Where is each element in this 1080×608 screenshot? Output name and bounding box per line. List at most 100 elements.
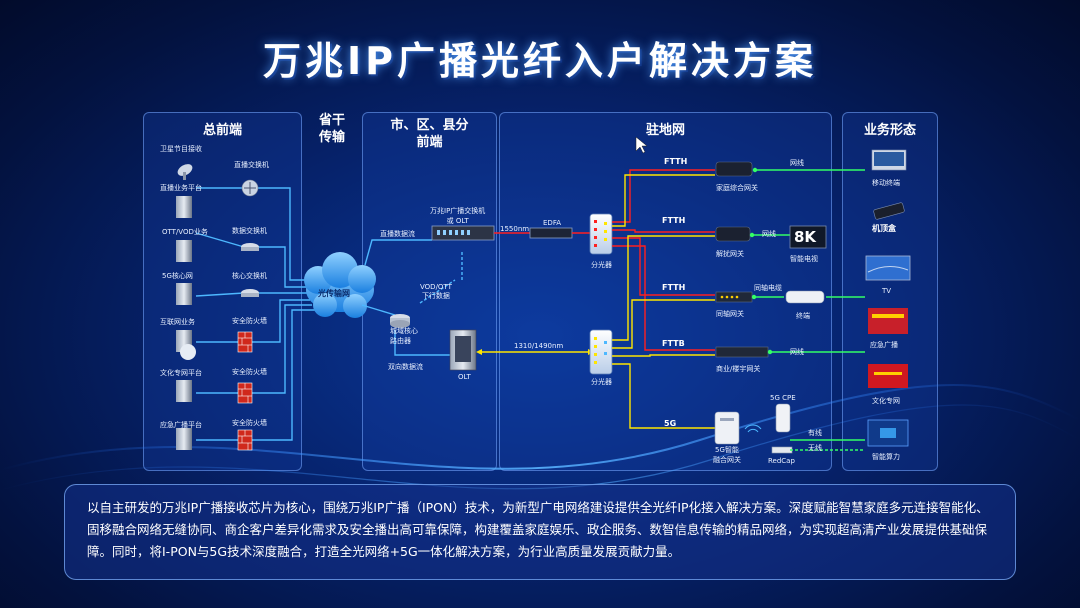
wifi-icon [744,424,762,433]
label-link-cable-1: 网线 [790,159,804,167]
label-culture-net: 文化专网 [872,397,900,405]
core-router [390,314,410,328]
label-link-cable-2: 网线 [762,230,776,238]
server-rack-icon [176,428,192,450]
panel-head-end: 总前端 [143,112,302,471]
cursor-icon [635,136,648,154]
label-satellite: 卫星节目接收 [160,145,202,153]
descrambler-gateway [715,226,751,242]
panel-services: 业务形态 [842,112,938,471]
label-live-switch: 直播交换机 [234,161,269,169]
label-firewall-1: 安全防火墙 [232,317,267,325]
label-smart-tv: 智能电视 [790,255,818,263]
switch-icon [241,179,259,197]
olt-device [449,329,477,371]
server-rack-icon [176,196,192,218]
label-cpe: 5G CPE [770,394,796,402]
label-5g-core: 5G核心网 [162,272,193,280]
label-link-coax: 同轴电缆 [754,284,782,292]
server-rack-icon [176,380,192,402]
light-wave [0,384,1080,471]
panel-title-city: 市、区、县分 前端 [390,118,469,150]
city-links [361,239,463,356]
head-end-links [195,187,318,441]
set-top-box-icon [873,202,905,220]
edfa-device [529,227,573,239]
local-fanout [612,169,715,429]
splitter-bottom [589,329,613,375]
label-internet: 互联网业务 [160,318,195,326]
panel-city: 市、区、县分 前端 [362,112,497,471]
label-data-switch: 数据交换机 [232,227,267,235]
label-live-stream: 直播数据流 [380,230,415,238]
cpe-device [775,403,791,433]
label-bidirectional: 双向数据流 [388,363,423,371]
home-gateway [715,161,753,177]
label-home-gateway: 家庭综合网关 [716,184,758,192]
panel-title-local: 驻地网 [645,123,685,138]
label-splitter-bottom: 分光器 [591,378,612,386]
label-vod-ott: VOD/OTT 下行数据 [420,283,452,300]
coax-gateway [715,291,753,303]
label-core-router: 城域核心 路由器 [390,327,418,345]
label-1310-1490: 1310/1490nm [514,342,564,350]
label-wireless: 无线 [808,444,822,452]
service-links [752,169,865,451]
label-firewall-3: 安全防火墙 [232,419,267,427]
label-edfa: EDFA [543,219,561,227]
label-smart-compute: 智能算力 [872,453,900,461]
label-fusion-gateway: 5G智能 融合网关 [713,446,741,464]
label-splitter-top: 分光器 [591,261,612,269]
label-emergency-platform: 应急广播平台 [160,421,202,429]
fusion-gateway-5g [714,411,740,445]
router-icon [241,289,259,297]
label-mobile-terminal: 移动终端 [872,179,900,187]
label-fttb: FTTB [662,339,685,348]
panel-title-head-end: 总前端 [202,123,242,138]
culture-network-icon [868,364,908,388]
server-rack-icon [176,283,192,305]
label-culture-platform: 文化专网平台 [160,369,202,377]
satellite-dish-icon [177,164,193,180]
label-wired: 有线 [808,429,822,437]
label-1550: 1550nm [500,225,530,233]
smart-compute-icon [867,419,909,447]
label-ip-switch: 万兆IP广播交换机 或 OLT [430,207,486,225]
label-tv: TV [882,287,892,295]
server-rack-icon [176,240,192,262]
firewall-icon [237,382,253,404]
optical-network-cloud [304,252,376,318]
tv-icon [865,255,911,281]
label-core-switch: 核心交换机 [232,272,267,280]
label-ftth-2: FTTH [662,216,686,225]
label-coax-gateway: 同轴网关 [716,310,744,318]
firewall-icon [237,429,253,451]
splitter-top [589,213,613,255]
label-ftth-1: FTTH [664,157,688,166]
label-link-cable-3: 网线 [790,348,804,356]
page-title: 万兆IP广播光纤入户解决方案 [263,39,817,83]
label-redcap: RedCap [768,457,795,465]
label-5g: 5G [664,419,677,428]
redcap-device [771,446,793,454]
label-stb: 机顶盒 [872,224,896,233]
label-firewall-2: 安全防火墙 [232,368,267,376]
panel-title-services: 业务形态 [863,123,916,138]
router-icon [241,243,259,251]
label-terminal: 终端 [796,312,810,320]
panel-title-provincial: 省干 传输 [318,113,345,145]
cloud-server-icon [180,344,196,360]
label-8k: 8K [794,228,817,246]
label-cloud: 光传输网 [318,289,350,298]
description-panel: 以自主研发的万兆IP广播接收芯片为核心，围绕万兆IP广播（IPON）技术，为新型… [64,484,1016,580]
terminal-icon [785,290,825,304]
description-text: 以自主研发的万兆IP广播接收芯片为核心，围绕万兆IP广播（IPON）技术，为新型… [87,500,989,559]
light-wave [0,404,1080,491]
label-ftth-3: FTTH [662,283,686,292]
label-descrambler-gateway: 解扰网关 [716,250,744,258]
building-gateway [715,346,769,358]
label-building-gateway: 商业/楼宇网关 [716,365,761,373]
mobile-terminal-icon [871,149,907,171]
emergency-broadcast-icon [868,308,908,334]
